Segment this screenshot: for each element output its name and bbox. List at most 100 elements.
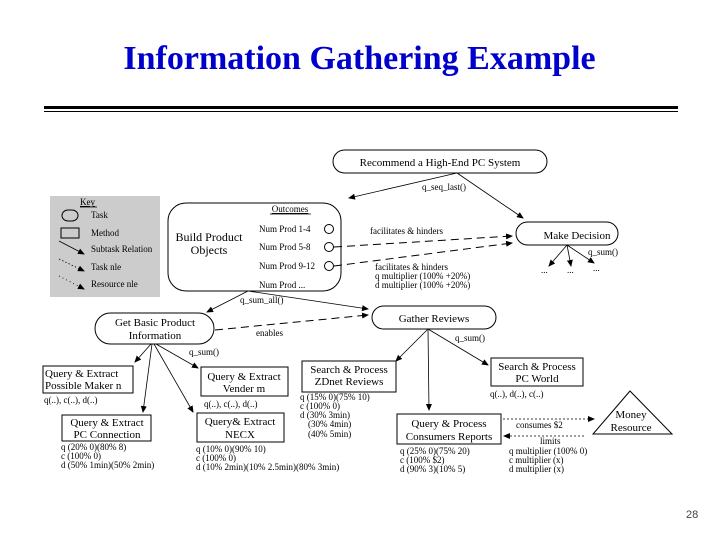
money-label-line1: Money xyxy=(615,409,647,421)
method-query-extract-makers[interactable] xyxy=(42,365,134,394)
decision-dots-3: ... xyxy=(593,263,600,273)
limits-q: q multiplier (100% 0) xyxy=(509,446,587,456)
dotted-arrow-icon xyxy=(58,258,85,272)
method-query-process-consumers[interactable] xyxy=(396,413,502,445)
necx-c: c (100% 0) xyxy=(196,453,236,463)
edge-decision-sub1 xyxy=(548,244,568,267)
makers-label-line1: Query & Extract xyxy=(45,368,118,380)
label-facilitates-2-line1: facilitates & hinders xyxy=(375,262,448,272)
edge-facilitates-1 xyxy=(333,233,513,248)
pcconn-d: d (50% 1min)(50% 2min) xyxy=(61,460,154,470)
label-q-sum-reviews: q_sum() xyxy=(455,333,485,343)
edge-build-gather xyxy=(247,290,369,312)
build-label-line2: Objects xyxy=(191,243,228,257)
slide-title: Information Gathering Example xyxy=(123,40,596,77)
label-limits: limits xyxy=(540,436,561,446)
edge-enables xyxy=(214,312,369,331)
label-facilitates-2-line2: q multiplier (100% +20%) xyxy=(375,271,470,281)
edge-root-decision xyxy=(456,172,524,219)
task-recommend-pc[interactable] xyxy=(332,149,548,174)
consumers-d: d (90% 3)(10% 5) xyxy=(400,464,465,474)
label-q-seq-last: q_seq_last() xyxy=(422,182,466,192)
limits-d: d multiplier (x) xyxy=(509,464,564,474)
decision-dots-1: ... xyxy=(541,265,548,275)
getbasic-label-line2: Information xyxy=(129,330,182,342)
zdnet-d3: (40% 5min) xyxy=(308,429,351,439)
key-title: Key xyxy=(80,197,95,207)
key-item-resource-nle: Resource nle xyxy=(91,279,138,289)
vender-label-line2: Vender m xyxy=(223,383,266,395)
pcworld-label-line1: Search & Process xyxy=(498,361,576,373)
necx-label-line1: Query& Extract xyxy=(205,416,276,428)
label-q-sum-all: q_sum_all() xyxy=(240,295,284,305)
method-query-extract-vender[interactable] xyxy=(200,366,289,397)
outcome-1: Num Prod 1-4 xyxy=(259,224,311,234)
task-gather-reviews-label: Gather Reviews xyxy=(399,313,470,325)
method-query-extract-pcconnection[interactable] xyxy=(61,414,152,442)
label-enables: enables xyxy=(256,328,283,338)
money-label-line2: Resource xyxy=(611,422,652,434)
zdnet-d1: d (30% 3min) xyxy=(300,410,350,420)
outcome-3-circle-icon xyxy=(324,261,334,271)
label-consumes: consumes $2 xyxy=(516,420,563,430)
outcome-4: Num Prod ... xyxy=(259,280,305,290)
consumers-label-line2: Consumers Reports xyxy=(406,431,492,443)
resource-money[interactable] xyxy=(591,390,674,435)
edge-root-build xyxy=(348,172,458,200)
edge-getbasic-necx xyxy=(153,343,194,413)
task-recommend-pc-label: Recommend a High-End PC System xyxy=(360,157,521,169)
consumers-label-line1: Query & Process xyxy=(411,418,486,430)
key-item-task-nle: Task nle xyxy=(91,262,121,272)
rect-icon xyxy=(60,227,80,239)
key-item-task: Task xyxy=(91,210,108,220)
zdnet-q: q (15% 0)(75% 10) xyxy=(300,392,370,402)
page-number: 28 xyxy=(686,509,699,521)
edge-decision-sub2 xyxy=(566,244,573,267)
outcome-1-circle-icon xyxy=(324,224,334,234)
pcworld-qualities: q(..), d(..), c(..) xyxy=(490,389,543,399)
rounded-rect-icon xyxy=(61,209,79,222)
method-search-process-zdnet[interactable] xyxy=(301,360,397,393)
method-query-extract-necx[interactable] xyxy=(196,412,285,443)
edge-decision-sub3 xyxy=(566,244,595,264)
vender-label-line1: Query & Extract xyxy=(207,371,280,383)
pcconn-label-line2: PC Connection xyxy=(74,429,141,441)
zdnet-label-line1: Search & Process xyxy=(310,364,388,376)
pcworld-label-line2: PC World xyxy=(515,373,559,385)
solid-arrow-icon xyxy=(58,240,85,255)
pcconn-q: q (20% 0)(80% 8) xyxy=(61,442,126,452)
task-get-basic-product-info[interactable] xyxy=(94,312,215,345)
key-item-method: Method xyxy=(91,228,119,238)
outcome-2: Num Prod 5-8 xyxy=(259,242,311,252)
edge-gather-zdnet xyxy=(395,328,429,362)
pcconn-label-line1: Query & Extract xyxy=(70,417,143,429)
necx-d: d (10% 2min)(10% 2.5min)(80% 3min) xyxy=(196,462,339,472)
outcome-2-circle-icon xyxy=(324,242,334,252)
getbasic-label-line1: Get Basic Product xyxy=(115,317,195,329)
task-gather-reviews[interactable] xyxy=(371,305,497,330)
outcome-3: Num Prod 9-12 xyxy=(259,261,315,271)
consumers-c: c (100% $2) xyxy=(400,455,445,465)
title-rule-thin xyxy=(44,111,678,112)
outcomes-title: Outcomes xyxy=(272,204,309,214)
zdnet-label-line2: ZDnet Reviews xyxy=(315,376,384,388)
edge-getbasic-vender xyxy=(155,343,199,369)
label-q-sum-decision: q_sum() xyxy=(588,247,618,257)
makers-label-line2: Possible Maker n xyxy=(45,380,122,392)
zdnet-d2: (30% 4min) xyxy=(308,419,351,429)
zdnet-c: c (100% 0) xyxy=(300,401,340,411)
key-background xyxy=(50,196,160,297)
key-legend: Key Task Method Subtask Relation Task nl… xyxy=(50,196,160,297)
label-facilitates-2-line3: d multiplier (100% +20%) xyxy=(375,280,470,290)
key-item-subtask-relation: Subtask Relation xyxy=(91,244,153,254)
label-q-sum-basic: q_sum() xyxy=(189,347,219,357)
makers-qualities: q(..), c(..), d(..) xyxy=(44,395,97,405)
edge-gather-consumers xyxy=(425,328,432,411)
edge-build-getbasic xyxy=(206,290,249,313)
decision-dots-2: ... xyxy=(567,265,574,275)
edge-facilitates-2 xyxy=(333,240,513,267)
title-rule-thick xyxy=(44,106,678,109)
necx-label-line2: NECX xyxy=(225,429,255,441)
method-search-process-pcworld[interactable] xyxy=(490,357,584,387)
